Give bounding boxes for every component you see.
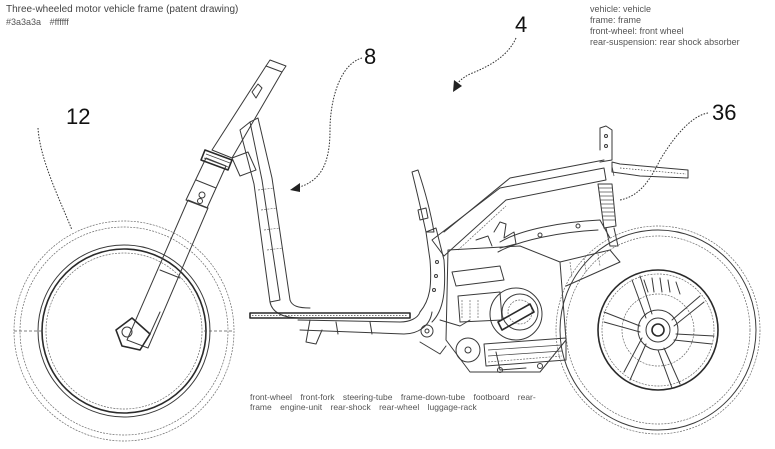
leader-4 bbox=[453, 37, 517, 92]
background-color-value: #ffffff bbox=[49, 17, 69, 27]
engine-unit bbox=[419, 221, 621, 373]
component-luggage-rack: luggage-rack bbox=[427, 402, 477, 412]
ref-legend-target: frame bbox=[618, 15, 642, 25]
frame-down-tube bbox=[231, 117, 311, 319]
ref-label-4: 4 bbox=[515, 12, 527, 37]
front-wheel bbox=[13, 220, 235, 442]
component-footboard: footboard bbox=[473, 392, 510, 402]
component-engine: engine-unit bbox=[280, 402, 323, 412]
component-rear-shock: rear-shock bbox=[330, 402, 371, 412]
ref-label-8: 8 bbox=[364, 44, 376, 69]
component-rear-wheel: rear-wheel bbox=[379, 402, 420, 412]
ref-legend-id: rear-suspension bbox=[590, 37, 655, 47]
leader-8 bbox=[290, 57, 363, 192]
ref-legend-id: frame bbox=[590, 15, 614, 25]
figure-title: Three-wheeled motor vehicle frame (paten… bbox=[6, 4, 239, 15]
component-front-fork: front-fork bbox=[300, 392, 335, 402]
component-front-wheel: front-wheel bbox=[250, 392, 293, 402]
ref-legend-row: rear-suspension: rear shock absorber bbox=[590, 37, 740, 47]
component-list: front-wheel front-fork steering-tube fra… bbox=[250, 392, 550, 412]
ref-label-12: 12 bbox=[66, 104, 90, 129]
rear-wheel bbox=[555, 225, 761, 435]
ref-legend-id: front-wheel bbox=[590, 26, 635, 36]
rear-shock bbox=[597, 183, 619, 247]
component-frame-down-tube: frame-down-tube bbox=[400, 392, 466, 402]
ref-label-36: 36 bbox=[712, 100, 736, 125]
component-rear-frame: rear-frame bbox=[250, 392, 536, 412]
ref-legend-row: vehicle: vehicle bbox=[590, 4, 652, 14]
steering-tube bbox=[211, 59, 287, 159]
ref-legend-row: frame: frame bbox=[590, 15, 642, 25]
ref-legend-target: rear shock absorber bbox=[659, 37, 740, 47]
rear-frame bbox=[411, 125, 613, 327]
line-color-value: #3a3a3a bbox=[6, 17, 42, 27]
footboard bbox=[249, 311, 433, 345]
wheel-spokes bbox=[603, 275, 715, 389]
ref-legend-target: front wheel bbox=[639, 26, 684, 36]
ref-legend-target: vehicle bbox=[623, 4, 652, 14]
figure-colors: #3a3a3a #ffffff bbox=[6, 17, 75, 28]
leader-36 bbox=[619, 112, 709, 201]
ref-legend-row: front-wheel: front wheel bbox=[590, 26, 684, 36]
component-steering-tube: steering-tube bbox=[342, 392, 393, 402]
ref-legend-id: vehicle bbox=[590, 4, 619, 14]
leader-12 bbox=[37, 127, 73, 231]
reference-legend: vehicle: vehicle frame: frame front-whee… bbox=[590, 4, 740, 48]
front-fork bbox=[115, 149, 233, 351]
luggage-rack bbox=[611, 161, 689, 179]
